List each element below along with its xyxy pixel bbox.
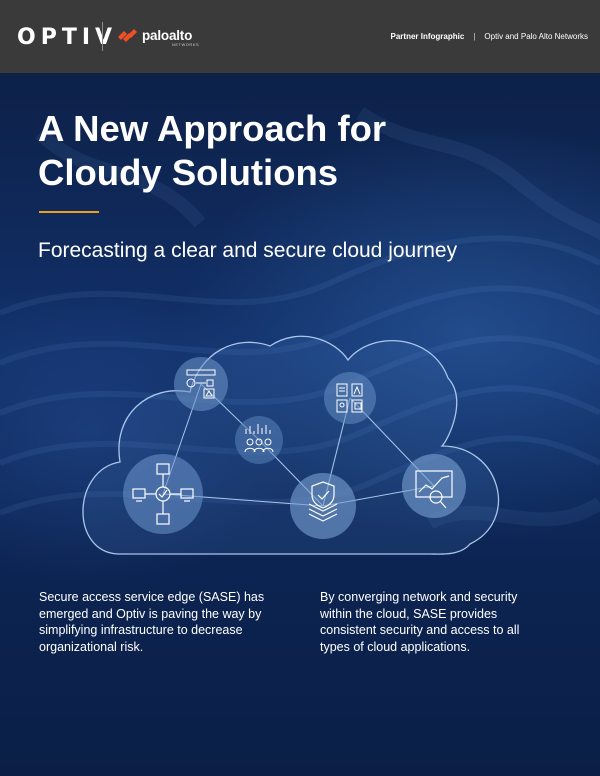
- accent-rule: [39, 211, 99, 213]
- page-title: A New Approach for Cloudy Solutions: [38, 108, 387, 193]
- gear-workflow-icon: [186, 369, 216, 399]
- analytics-people-node: [235, 416, 283, 464]
- page-subtitle: Forecasting a clear and secure cloud jou…: [38, 239, 458, 262]
- intro-paragraph-left: Secure access service edge (SASE) has em…: [39, 590, 265, 654]
- paloalto-logo: paloalto: [116, 27, 192, 43]
- header-bar: OPTIV paloalto NETWORKS Partner Infograp…: [0, 0, 600, 73]
- paloalto-logo-subtext: NETWORKS: [172, 42, 200, 47]
- paloalto-logo-text: paloalto: [142, 27, 193, 43]
- partner-names: Optiv and Palo Alto Networks: [484, 32, 588, 41]
- people-analytics-icon: [244, 424, 274, 453]
- documents-node: [324, 372, 376, 424]
- network-node: [123, 454, 203, 534]
- chart-search-icon: [415, 470, 453, 509]
- chart-search-node: [402, 454, 466, 518]
- documents-icon: [336, 383, 363, 413]
- intro-paragraph-right: By converging network and security withi…: [320, 590, 520, 654]
- mesh-texture: [0, 107, 600, 530]
- optiv-logo: OPTIV: [17, 22, 117, 52]
- header-separator: |: [473, 32, 476, 41]
- shield-layers-icon: [308, 481, 338, 522]
- header-meta: Partner Infographic | Optiv and Palo Alt…: [391, 32, 588, 41]
- shield-layers-node: [290, 473, 356, 539]
- partner-infographic-label: Partner Infographic: [390, 32, 465, 41]
- network-check-icon: [132, 463, 194, 525]
- hero-background: [0, 73, 600, 776]
- optiv-logo-text: OPTIV: [17, 24, 118, 50]
- settings-workflow-node: [174, 357, 228, 411]
- paloalto-mark-icon: [118, 29, 137, 42]
- logo-divider: [102, 22, 103, 51]
